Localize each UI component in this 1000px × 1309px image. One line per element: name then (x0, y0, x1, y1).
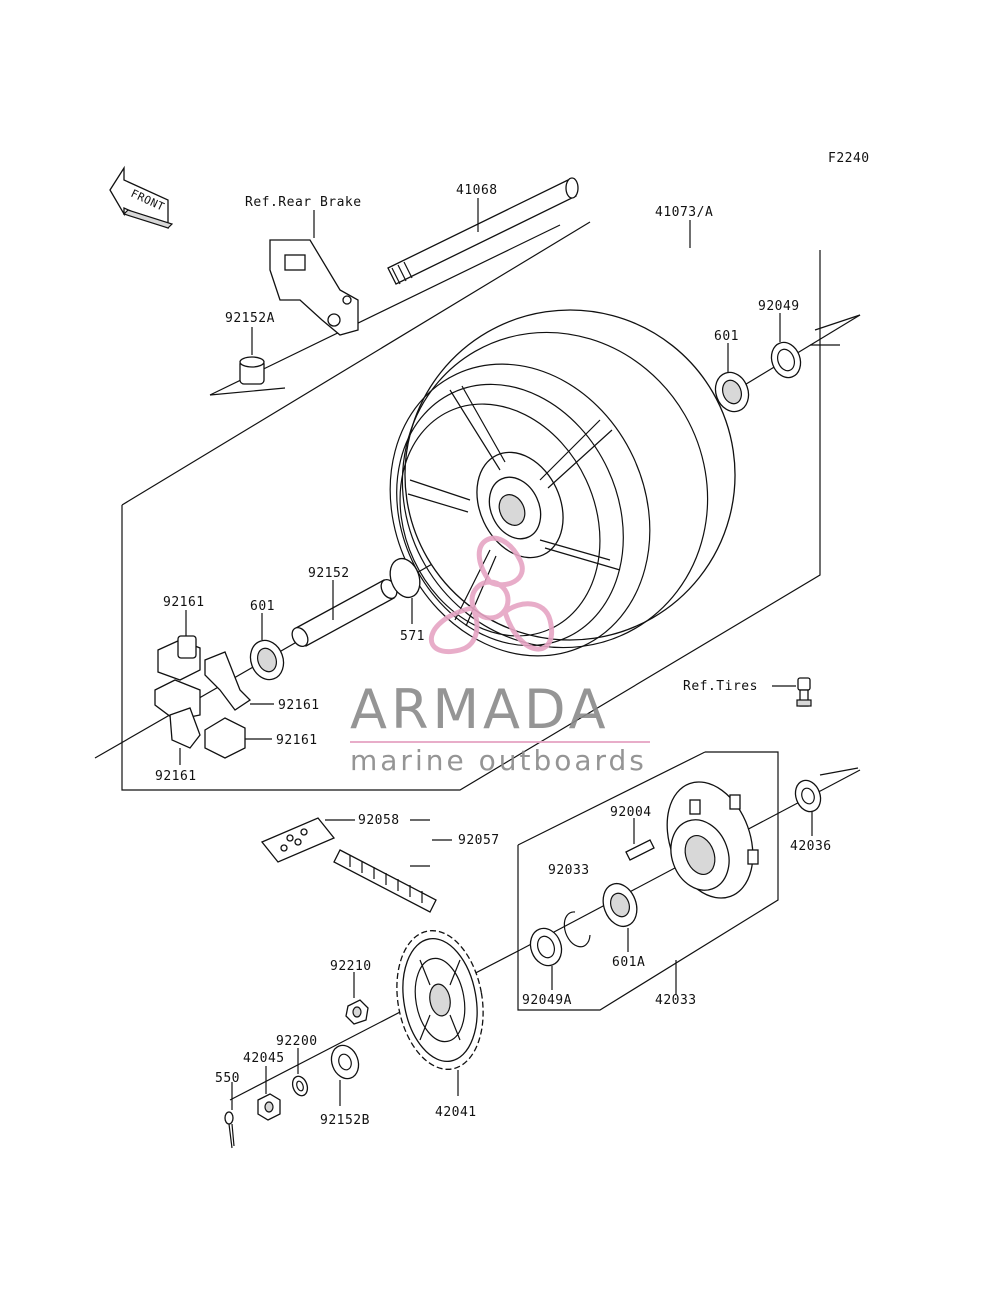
label-601-right: 601 (714, 329, 739, 344)
bearing-601A (602, 882, 638, 928)
label-92058: 92058 (358, 813, 400, 828)
ref-rear-brake-label: Ref.Rear Brake (245, 195, 362, 210)
label-601A: 601A (612, 955, 645, 970)
label-41073A: 41073/A (655, 205, 713, 220)
oring-571 (389, 557, 421, 599)
sprocket-42041 (396, 930, 484, 1070)
stud-92004 (625, 839, 655, 861)
hub-42033 (666, 781, 759, 899)
axle-axis-line (209, 224, 561, 396)
damper-92161-right-upper (204, 651, 252, 711)
damper-92161-top (157, 635, 201, 681)
label-550: 550 (215, 1071, 240, 1086)
collar-42036 (794, 779, 822, 813)
label-42045: 42045 (243, 1051, 285, 1066)
bearing-601-right (714, 371, 750, 413)
label-41068: 41068 (456, 183, 498, 198)
collar-92152 (291, 579, 398, 647)
label-42036: 42036 (790, 839, 832, 854)
label-92200: 92200 (276, 1034, 318, 1049)
assembly-outline (121, 250, 821, 791)
label-571: 571 (400, 629, 425, 644)
watermark-brand: ARMADA (350, 678, 610, 741)
collar-92152B (330, 1044, 360, 1080)
label-92152: 92152 (308, 566, 350, 581)
propeller-icon (429, 536, 554, 655)
nut-92210 (345, 999, 369, 1025)
chain-92057 (333, 849, 437, 913)
label-92152A: 92152A (225, 311, 275, 326)
label-92161-bottom: 92161 (155, 769, 197, 784)
rear-wheel-41073 (389, 309, 736, 657)
label-92033: 92033 (548, 863, 590, 878)
label-92049: 92049 (758, 299, 800, 314)
damper-92161-bottom (169, 707, 201, 749)
washer-92200 (291, 1075, 309, 1097)
label-92210: 92210 (330, 959, 372, 974)
nut-42045 (257, 1093, 281, 1121)
watermark-tagline: marine outboards (350, 744, 647, 777)
label-92152B: 92152B (320, 1113, 370, 1128)
label-42033: 42033 (655, 993, 697, 1008)
label-601-left: 601 (250, 599, 275, 614)
figure-code: F2240 (828, 151, 870, 166)
armada-watermark-logo: ARMADA marine outboards (350, 536, 650, 777)
circlip-92033 (563, 911, 591, 948)
tire-valve-icon (796, 677, 812, 707)
label-92161-top: 92161 (163, 595, 205, 610)
rear-brake-bracket (269, 239, 359, 336)
label-92004: 92004 (610, 805, 652, 820)
axle-41068 (387, 177, 579, 285)
hub-outline (517, 751, 779, 1011)
chain-joint-92058 (260, 817, 336, 863)
bearing-601-left (249, 639, 285, 681)
front-arrow-icon: FRONT (109, 165, 174, 230)
label-42041: 42041 (435, 1105, 477, 1120)
collar-92152A (239, 356, 265, 385)
damper-92161-right-lower (204, 717, 246, 759)
cotter-pin-550 (224, 1111, 235, 1149)
seal-92049A (529, 927, 563, 967)
ref-tires-label: Ref.Tires (683, 679, 758, 694)
seal-92049 (770, 341, 802, 379)
label-92057: 92057 (458, 833, 500, 848)
label-92049A: 92049A (522, 993, 572, 1008)
label-92161-right-lower: 92161 (276, 733, 318, 748)
label-92161-right-upper: 92161 (278, 698, 320, 713)
